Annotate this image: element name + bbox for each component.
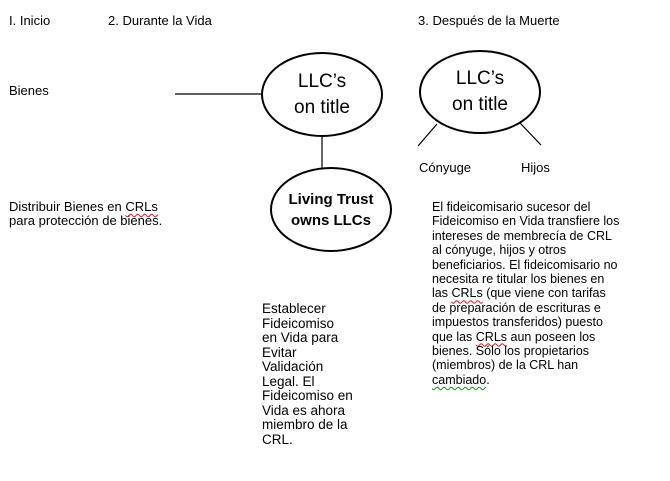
- grammar-flag-cambiado: cambiado: [432, 372, 487, 387]
- header-durante-la-vida: 2. Durante la Vida: [108, 13, 212, 28]
- right-line: El fideicomisario sucesor del: [432, 200, 591, 214]
- oval-living-trust: Living Trust owns LLCs: [270, 167, 392, 252]
- label-conyuge: Cónyuge: [419, 160, 472, 175]
- right-line: Fideicomiso en Vida transfiere los: [432, 214, 620, 229]
- oval-llc-line2: on title: [294, 96, 350, 118]
- middle-line: Evitar: [262, 344, 297, 360]
- oval-trust-line2: owns LLCs: [290, 211, 371, 229]
- right-line: al cónyuge, hijos y otros: [432, 243, 567, 258]
- oval-llc-after-line1: LLC’s: [455, 68, 505, 89]
- right-line: beneficiarios. El fideicomisario no: [432, 257, 618, 272]
- right-line: cambiado.: [432, 372, 490, 387]
- text-fideicomisario-sucesor: El fideicomisario sucesor del Fideicomis…: [432, 200, 668, 387]
- right-line: las CRLs (que viene con tarifas: [432, 286, 606, 301]
- header-inicio: I. Inicio: [9, 13, 51, 28]
- middle-line: Fideicomiso: [262, 315, 335, 331]
- middle-line: miembro de la: [262, 417, 348, 432]
- text-distribuir-line2: para protección de bienes.: [9, 213, 163, 228]
- header-despues-de-la-muerte: 3. Después de la Muerte: [418, 13, 560, 28]
- right-line: impuestos transferidos) puesto: [432, 315, 603, 330]
- middle-line: Vida es ahora: [262, 402, 346, 418]
- llc-to-conyuge-connector: [417, 123, 438, 147]
- text-distribuir-line1: Distribuir Bienes en CRLs: [9, 199, 158, 214]
- right-line: que las CRLs aun poseen los: [432, 329, 596, 344]
- spell-flag-crls: CRLs: [125, 199, 158, 214]
- text-distribuir-bienes: Distribuir Bienes en CRLs para protecció…: [9, 200, 249, 228]
- oval-llc-on-title-during: LLC’s on title: [261, 52, 383, 137]
- label-hijos: Hijos: [521, 160, 550, 175]
- right-line: necesita re titular los bienes en: [432, 272, 605, 287]
- middle-line: Establecer: [262, 301, 326, 316]
- llc-to-hijos-connector: [519, 122, 542, 146]
- spell-flag-crls: CRLs: [451, 286, 483, 301]
- spell-flag-crls: CRLs: [475, 329, 508, 344]
- right-line: (miembros) de la CRL han: [432, 358, 579, 373]
- middle-line: Validación: [262, 359, 324, 374]
- middle-line: en Vida para: [262, 330, 339, 345]
- right-line: de preparación de escrituras e: [432, 300, 601, 315]
- right-line: bienes. Sólo los propietarios: [432, 344, 590, 359]
- middle-line: CRL.: [262, 431, 293, 447]
- oval-llc-after-line2: on title: [452, 94, 508, 115]
- oval-trust-line1: Living Trust: [288, 190, 374, 208]
- middle-line: Legal. El: [262, 373, 315, 389]
- oval-llc-on-title-after: LLC’s on title: [419, 50, 541, 134]
- text-establecer-fideicomiso: Establecer Fideicomiso en Vida para Evit…: [262, 301, 402, 447]
- middle-line: Fideicomiso en: [262, 388, 353, 403]
- right-line: intereses de membrecía de CRL: [432, 228, 612, 243]
- oval-llc-line1: LLC’s: [297, 70, 347, 92]
- label-bienes: Bienes: [9, 83, 49, 98]
